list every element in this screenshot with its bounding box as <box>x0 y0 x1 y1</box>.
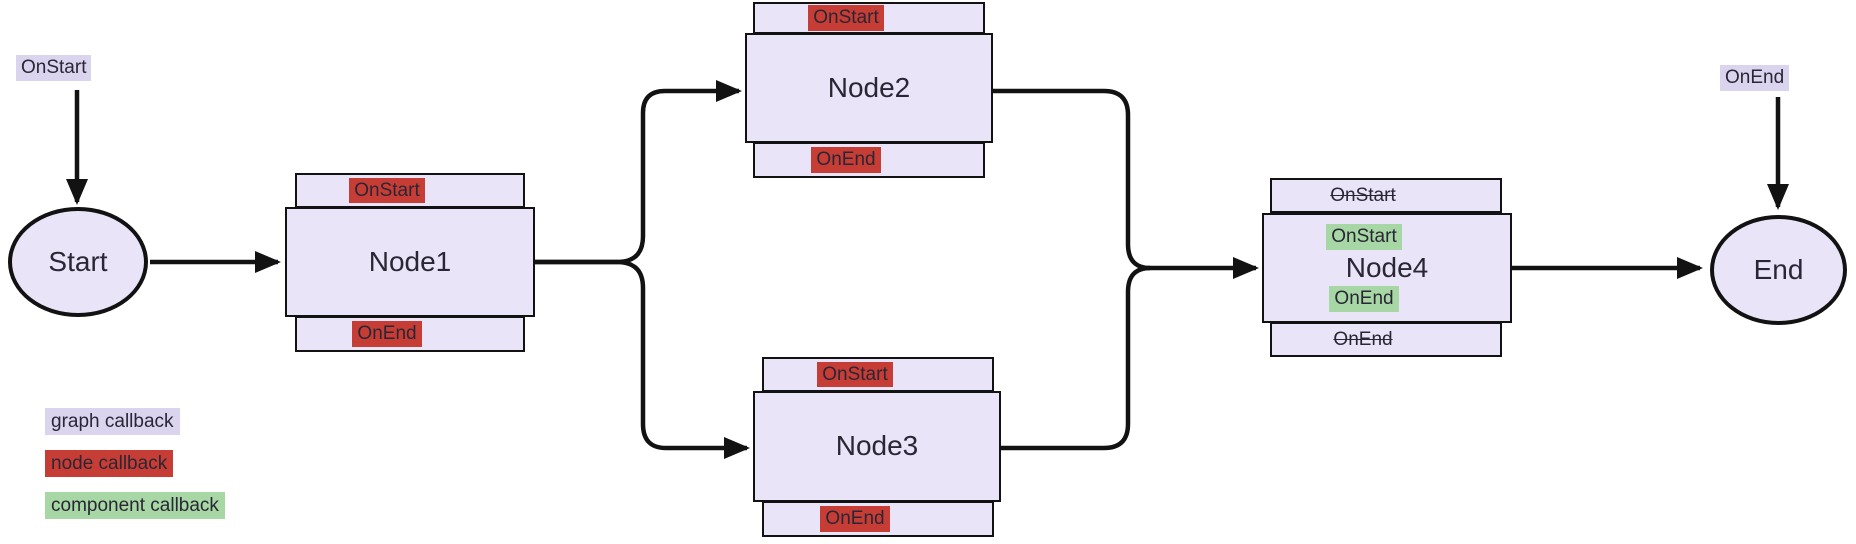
node4-box: OnStart Node4 OnEnd <box>1262 213 1512 323</box>
edge-node1-to-node2 <box>535 80 742 265</box>
node3-onend-callback: OnEnd <box>820 506 890 532</box>
node1-box: Node1 <box>285 207 535 317</box>
node-start: Start <box>8 207 148 317</box>
legend-component-label: component callback <box>45 491 225 519</box>
end-title: End <box>1753 254 1804 285</box>
edge-node3-to-merge <box>1001 265 1151 451</box>
node3-onend-strip: OnEnd <box>762 501 994 537</box>
edge-node2-to-merge <box>990 88 1151 271</box>
node4-title: Node4 <box>1345 251 1429 283</box>
node2-onend-strip: OnEnd <box>753 142 985 178</box>
legend-graph-label: graph callback <box>45 408 180 435</box>
start-title: Start <box>48 246 108 277</box>
graph-onstart-label: OnStart <box>16 55 92 81</box>
node3-onstart-strip: OnStart <box>762 357 994 392</box>
node4-skipped-onstart-callback: OnStart <box>1330 184 1396 206</box>
legend-item-component: component callback <box>45 491 225 519</box>
node3-onstart-callback: OnStart <box>817 361 893 388</box>
node2-onstart-callback: OnStart <box>808 5 884 31</box>
node3-box: Node3 <box>753 391 1001 502</box>
node2-title: Node2 <box>827 71 911 103</box>
node1-onstart-callback: OnStart <box>349 177 425 204</box>
node2-onstart-strip: OnStart <box>753 2 985 34</box>
node4-skipped-onend-strip: OnEnd <box>1270 322 1502 357</box>
edge-node1-to-node3 <box>535 259 750 459</box>
node4-skipped-onend-callback: OnEnd <box>1333 328 1393 350</box>
node1-onend-callback: OnEnd <box>352 321 422 347</box>
node2-onend-callback: OnEnd <box>811 147 881 173</box>
node3-title: Node3 <box>835 430 919 462</box>
node1-title: Node1 <box>368 245 452 277</box>
node1-onstart-strip: OnStart <box>295 173 525 208</box>
node4-skipped-onstart-strip: OnStart <box>1270 178 1502 213</box>
node4-component-onstart-callback: OnStart <box>1326 224 1402 250</box>
node-end: End <box>1710 215 1847 325</box>
graph-onend-label: OnEnd <box>1720 65 1790 91</box>
legend: graph callback node callback component c… <box>45 408 225 535</box>
legend-item-graph: graph callback <box>45 408 225 435</box>
legend-node-label: node callback <box>45 449 174 477</box>
legend-item-node: node callback <box>45 449 225 477</box>
node2-box: Node2 <box>745 33 993 143</box>
node4-component-onend-callback: OnEnd <box>1329 286 1399 312</box>
node1-onend-strip: OnEnd <box>295 316 525 352</box>
